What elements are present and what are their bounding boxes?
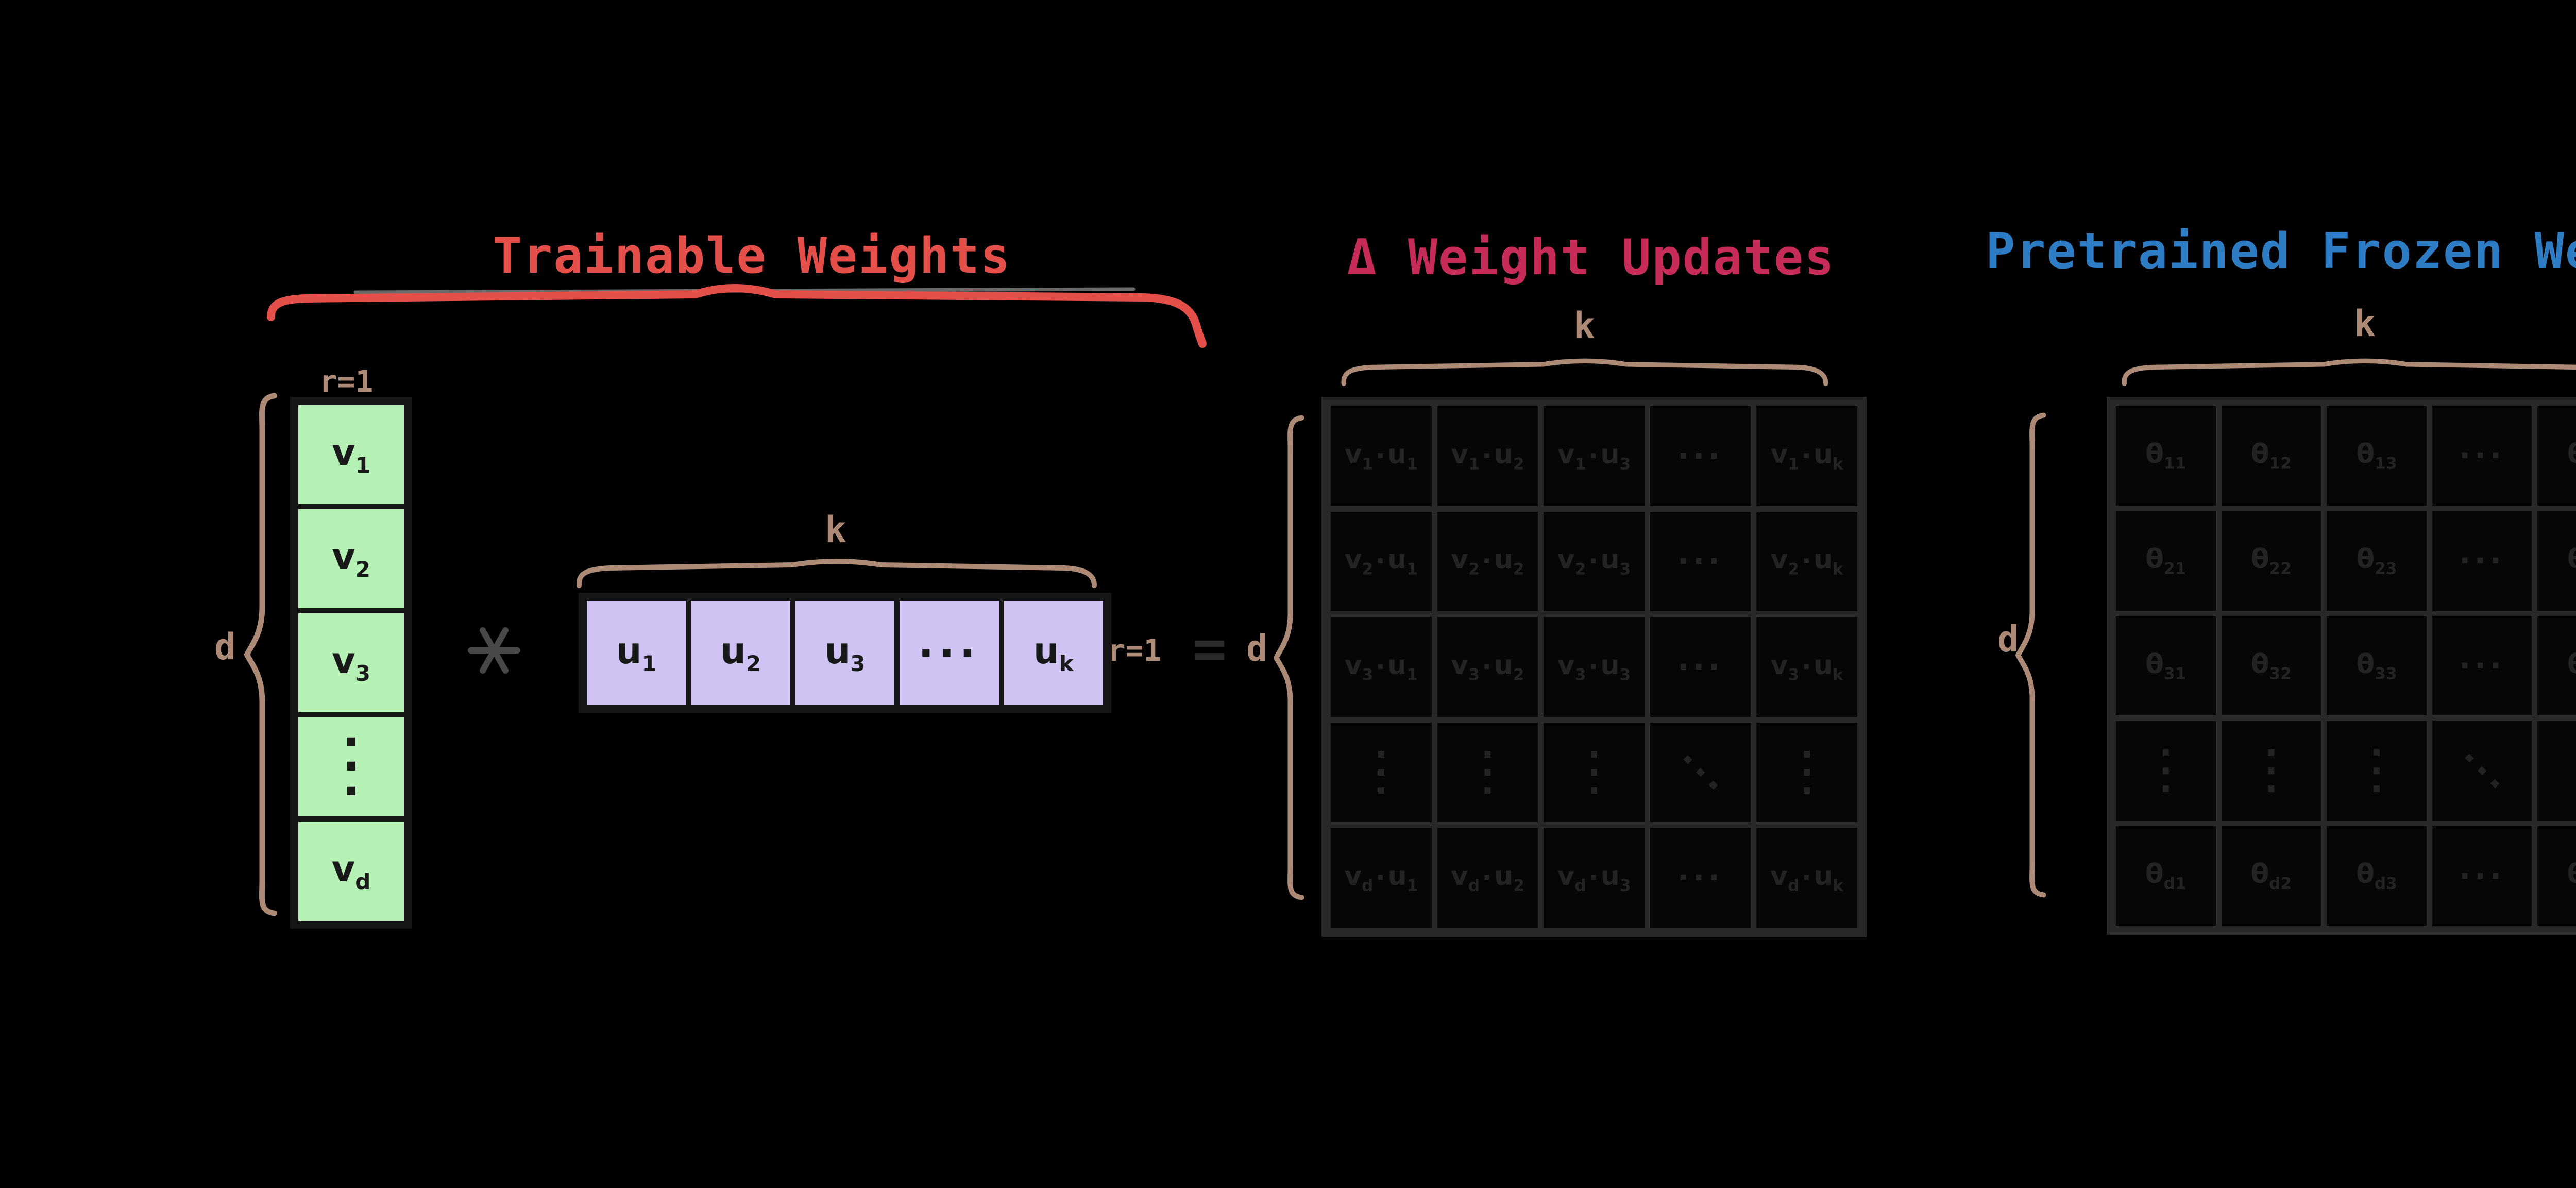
matrix-cell: v3·uk	[1756, 617, 1857, 717]
matrix-cell: θ11	[2116, 406, 2216, 506]
matrix-cell: v1·u1	[1331, 406, 1432, 506]
matrix-cell: ···	[2432, 721, 2532, 821]
k-brace-delta	[1341, 358, 1828, 386]
matrix-cell: ···	[2221, 721, 2321, 821]
matrix-cell: v3·u1	[1331, 617, 1432, 717]
d-label-frozen: d	[1997, 618, 2020, 660]
matrix-cell: ···	[1650, 406, 1751, 506]
matrix-cell: ···	[2432, 826, 2532, 926]
matrix-cell: θ12	[2221, 406, 2321, 506]
matrix-cell: v2·uk	[1756, 511, 1857, 612]
matrix-cell: ···	[1756, 722, 1857, 823]
delta-weight-updates-title: Δ Weight Updates	[1347, 229, 1835, 286]
multiply-icon	[468, 627, 520, 674]
matrix-cell: v2·u2	[1437, 511, 1538, 612]
matrix-cell: ···	[2537, 721, 2576, 821]
matrix-cell: ···	[298, 717, 404, 816]
matrix-cell: vd·u2	[1437, 828, 1538, 928]
matrix-cell: v2	[298, 509, 404, 608]
matrix-cell: v1	[298, 405, 404, 504]
matrix-cell: θd2	[2221, 826, 2321, 926]
matrix-cell: θ3k	[2537, 616, 2576, 716]
matrix-cell: u1	[587, 601, 686, 705]
d-brace-frozen	[2015, 412, 2046, 898]
matrix-cell: θ31	[2116, 616, 2216, 716]
matrix-cell: ···	[1437, 722, 1538, 823]
matrix-cell: ···	[1650, 722, 1751, 823]
rank-label-v: r=1	[319, 364, 374, 399]
k-label-frozen: k	[2353, 303, 2376, 345]
matrix-cell: θ13	[2327, 406, 2427, 506]
matrix-cell: v2·u1	[1331, 511, 1432, 612]
k-label-u: k	[824, 509, 847, 551]
matrix-cell: ···	[1650, 828, 1751, 928]
matrix-cell: ···	[2432, 406, 2532, 506]
matrix-cell: vd·u1	[1331, 828, 1432, 928]
matrix-cell: v2·u3	[1544, 511, 1645, 612]
d-brace-delta	[1274, 415, 1304, 900]
matrix-cell: v1·uk	[1756, 406, 1857, 506]
trainable-weights-title: Trainable Weights	[492, 228, 1011, 285]
matrix-cell: θ2k	[2537, 511, 2576, 611]
pretrained-frozen-weights-title: Pretrained Frozen Weights	[1986, 223, 2576, 280]
k-brace-u	[576, 559, 1097, 588]
matrix-cell: vd·u3	[1544, 828, 1645, 928]
equals-sign: =	[1192, 615, 1227, 681]
matrix-cell: θd3	[2327, 826, 2427, 926]
matrix-cell: v3·u3	[1544, 617, 1645, 717]
matrix-cell: ···	[2116, 721, 2216, 821]
k-label-delta: k	[1573, 305, 1596, 347]
d-brace-v	[244, 393, 278, 916]
matrix-cell: ···	[1650, 511, 1751, 612]
matrix-cell: ···	[1650, 617, 1751, 717]
matrix-cell: vd·uk	[1756, 828, 1857, 928]
matrix-cell: ···	[1331, 722, 1432, 823]
matrix-cell: θd1	[2116, 826, 2216, 926]
matrix-cell: ···	[2432, 616, 2532, 716]
k-brace-frozen	[2122, 358, 2576, 386]
d-label-v: d	[214, 626, 236, 668]
matrix-cell: vd	[298, 822, 404, 921]
matrix-cell: θ21	[2116, 511, 2216, 611]
matrix-cell: θ22	[2221, 511, 2321, 611]
matrix-cell: ···	[900, 601, 999, 705]
matrix-cell: θ1k	[2537, 406, 2576, 506]
matrix-cell: v1·u3	[1544, 406, 1645, 506]
trainable-weights-brace	[267, 284, 1207, 348]
matrix-cell: θ32	[2221, 616, 2321, 716]
matrix-cell: u3	[795, 601, 895, 705]
matrix-cell: ···	[2432, 511, 2532, 611]
rank-label-u: r=1	[1107, 633, 1162, 668]
matrix-cell: u2	[691, 601, 790, 705]
matrix-cell: ···	[1544, 722, 1645, 823]
matrix-cell: ···	[2327, 721, 2427, 821]
matrix-cell: θdk	[2537, 826, 2576, 926]
d-label-delta: d	[1246, 627, 1268, 670]
matrix-cell: θ23	[2327, 511, 2427, 611]
matrix-cell: v1·u2	[1437, 406, 1538, 506]
matrix-cell: v3	[298, 613, 404, 712]
pretrained-frozen-weights-matrix: θ11θ12θ13···θ1kθ21θ22θ23···θ2kθ31θ32θ33·…	[2107, 397, 2576, 935]
matrix-cell: uk	[1004, 601, 1103, 705]
matrix-cell: θ33	[2327, 616, 2427, 716]
matrix-cell: v3·u2	[1437, 617, 1538, 717]
